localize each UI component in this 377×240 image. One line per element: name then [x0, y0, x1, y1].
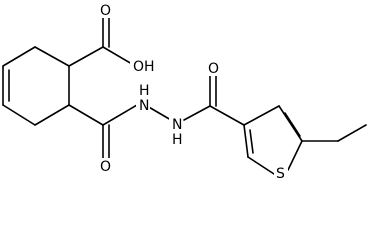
cyclohexene-ring: [2, 46, 70, 126]
ring-bond: [287, 140, 303, 171]
carboxylic-acid-group: O OH: [68, 2, 160, 75]
hydrazide-left-carbonyl: O: [68, 104, 138, 175]
hydrazide-right-carbonyl: O: [183, 60, 245, 126]
hydroxyl-label: OH: [133, 59, 155, 75]
ring-bond: [2, 104, 36, 126]
ring-bond: [243, 124, 249, 158]
bond: [102, 46, 133, 65]
oxygen-label: O: [100, 159, 111, 175]
ring-bond: [247, 156, 275, 175]
ring-bond: [2, 46, 36, 67]
thiophene-ring: S: [243, 105, 303, 183]
ring-bond: [34, 104, 70, 126]
ring-double-bond: [284, 112, 301, 137]
hydrogen-label: H: [139, 83, 150, 99]
ethyl-group: [301, 124, 367, 142]
ring-bond: [243, 105, 280, 126]
hydrogen-label: H: [172, 132, 183, 148]
ring-double-bond: [249, 129, 254, 154]
oxygen-label: O: [100, 3, 111, 19]
oxygen-label: O: [208, 61, 219, 77]
bond: [102, 104, 138, 126]
bond: [209, 105, 245, 126]
bond: [337, 124, 367, 142]
ring-bond: [278, 105, 303, 142]
hydrazine-linker: H N N H: [136, 83, 183, 148]
n-n-bond: [146, 105, 172, 121]
bond: [183, 105, 211, 121]
sulfur-label: S: [276, 166, 285, 182]
molecule-structure-diagram: O OH O H N N H O S: [2, 2, 367, 183]
nitrogen-label: N: [139, 98, 149, 114]
nitrogen-label: N: [172, 117, 182, 133]
ring-bond: [34, 46, 70, 67]
bond: [68, 46, 104, 67]
bond: [68, 104, 104, 126]
